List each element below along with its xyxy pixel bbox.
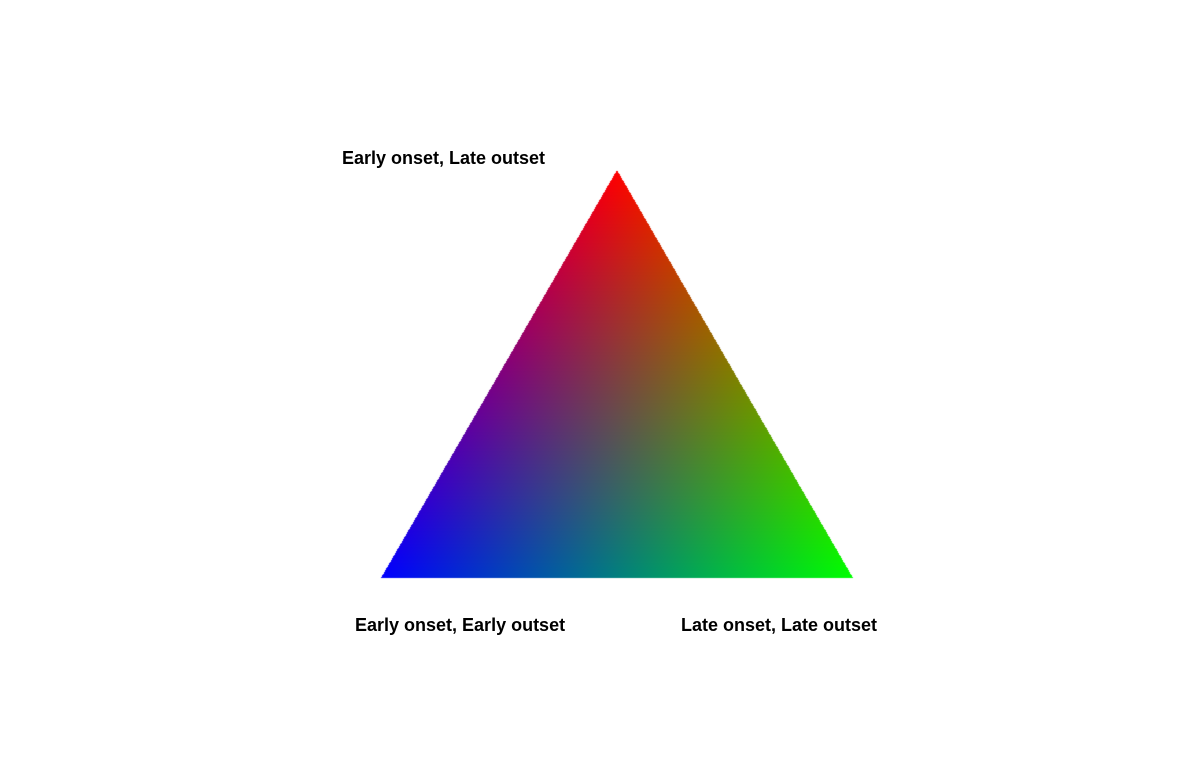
vertex-label-bottom-left: Early onset, Early outset — [355, 615, 566, 635]
vertex-label-bottom-right: Late onset, Late outset — [681, 615, 878, 635]
vertex-label-top: Early onset, Late outset — [342, 148, 546, 168]
